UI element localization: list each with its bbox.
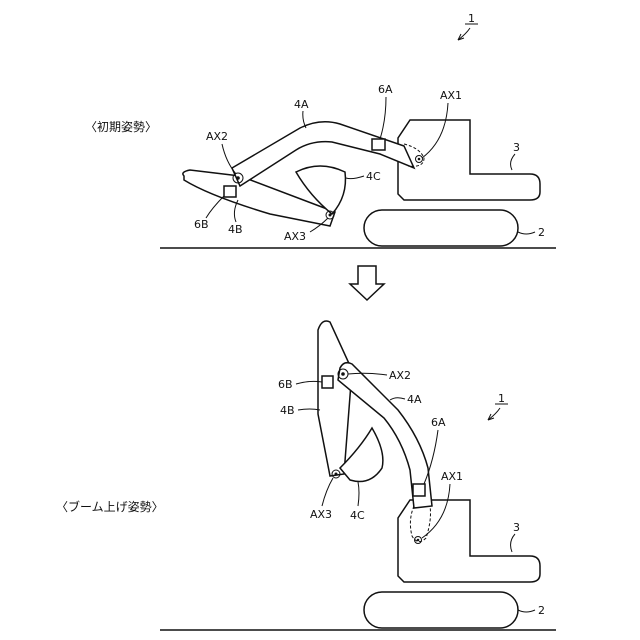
sensor-6b-top	[224, 186, 236, 197]
ref-numeral-bottom: 1	[498, 392, 505, 405]
leader-6b-top	[206, 196, 224, 218]
label-6a-top: 6A	[378, 83, 393, 96]
upper-body-bottom	[398, 500, 540, 582]
label-4a-top: 4A	[294, 98, 309, 111]
label-4b-top: 4B	[228, 223, 243, 236]
label-ax1-top: AX1	[440, 89, 462, 102]
sensor-6a-top	[372, 139, 385, 150]
arm-bottom	[318, 321, 352, 476]
undercarriage-top	[364, 210, 518, 246]
label-6b-bottom: 6B	[278, 378, 293, 391]
label-ax2-bottom: AX2	[389, 369, 411, 382]
leader-6a-top	[380, 97, 386, 139]
initial-pose-drawing: 1 〈初期姿勢〉 4A 6A A	[85, 12, 556, 248]
label-3-top: 3	[513, 141, 520, 154]
label-4c-bottom: 4C	[350, 509, 365, 522]
leader-4c-top	[346, 176, 364, 179]
label-3-bottom: 3	[513, 521, 520, 534]
sensor-6b-bottom	[322, 376, 333, 388]
leader-2-bottom	[518, 610, 535, 612]
joint-ax1-top-center	[418, 158, 421, 161]
joint-ax1-bottom-center	[417, 539, 420, 542]
label-ax3-bottom: AX3	[310, 508, 332, 521]
sensor-6a-bottom	[413, 484, 425, 496]
undercarriage-bottom	[364, 592, 518, 628]
label-2-bottom: 2	[538, 604, 545, 617]
label-2-top: 2	[538, 226, 545, 239]
label-6b-top: 6B	[194, 218, 209, 231]
joint-ax3-top-center	[329, 214, 332, 217]
pose-label-initial: 〈初期姿勢〉	[85, 119, 157, 134]
label-6a-bottom: 6A	[431, 416, 446, 429]
boom-up-pose-drawing: 1 〈ブーム上げ姿勢〉 6B AX2	[56, 321, 556, 630]
label-ax1-bottom: AX1	[441, 470, 463, 483]
pose-label-boom-up: 〈ブーム上げ姿勢〉	[56, 499, 164, 514]
label-ax2-top: AX2	[206, 130, 228, 143]
leader-4b-bottom	[298, 409, 320, 410]
leader-3-bottom	[511, 534, 515, 552]
joint-ax3-bottom-center	[335, 473, 338, 476]
leader-3-top	[511, 154, 515, 170]
label-4c-top: 4C	[366, 170, 381, 183]
label-ax3-top: AX3	[284, 230, 306, 243]
label-4b-bottom: 4B	[280, 404, 295, 417]
label-4a-bottom: 4A	[407, 393, 422, 406]
ref-numeral-top: 1	[468, 12, 475, 25]
joint-ax2-bottom-center	[341, 372, 345, 376]
leader-2-top	[518, 232, 535, 234]
leader-ax3-bottom	[322, 478, 333, 506]
transition-arrow	[350, 266, 384, 300]
leader-4c-bottom	[358, 482, 359, 506]
leader-4a-bottom	[390, 398, 405, 400]
joint-ax2-top-center	[236, 176, 240, 180]
